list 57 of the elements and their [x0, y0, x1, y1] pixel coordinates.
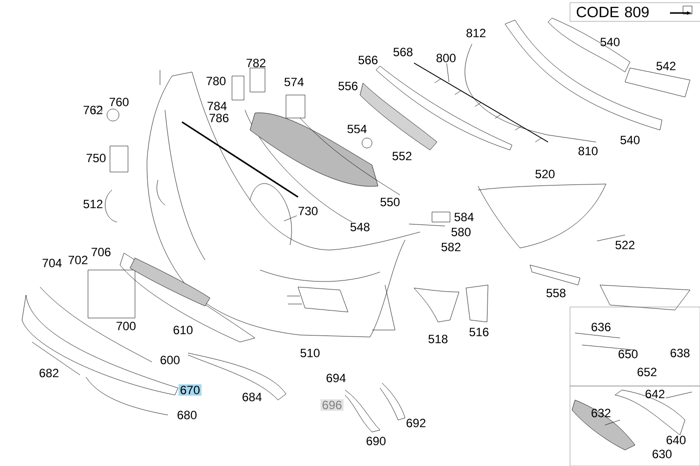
callout-number: 704 [42, 258, 62, 268]
callout-number: 812 [466, 28, 486, 38]
callout-number: 690 [366, 436, 386, 446]
callout-number: 574 [284, 78, 304, 86]
callout-number: 554 [347, 124, 367, 134]
callout-number: 582 [441, 242, 460, 252]
callout-number: 556 [338, 82, 358, 90]
callout-number: 700 [116, 322, 136, 330]
callout-number: 640 [666, 436, 686, 444]
callout-number: 580 [451, 228, 471, 236]
callout-number: 750 [86, 154, 106, 162]
callout-number: 760 [110, 98, 129, 106]
callout-number: 566 [358, 56, 378, 64]
callout-number: 680 [178, 410, 197, 420]
callout-number: 696 [320, 399, 344, 411]
callout-number: 702 [68, 256, 88, 264]
callout-number: 694 [326, 374, 346, 382]
callout-number: 762 [84, 106, 102, 114]
code-box: CODE 809 [570, 2, 700, 22]
callout-number: 522 [615, 240, 634, 250]
callout-number: 550 [380, 198, 400, 206]
callout-number: 610 [174, 326, 193, 334]
callout-number: 540 [620, 136, 640, 144]
callout-number: 540 [600, 38, 620, 46]
callout-number: 516 [469, 328, 488, 336]
callout-number: 510 [300, 348, 320, 358]
leader-line [446, 63, 450, 82]
callout-number: 682 [40, 368, 58, 378]
callout-number: 810 [578, 146, 598, 156]
callout-number: 800 [436, 54, 456, 62]
callout-number: 636 [592, 322, 610, 332]
callout-number: 638 [670, 348, 690, 358]
callout-number: 632 [592, 408, 610, 418]
callout-number: 584 [454, 212, 474, 222]
callout-number: 650 [618, 350, 638, 358]
leader-line [284, 215, 297, 222]
callout-number: 520 [535, 170, 555, 178]
callout-number: 670 [178, 384, 202, 396]
callout-number: 786 [210, 114, 228, 122]
callout-number: 512 [83, 200, 102, 208]
callout-number: 568 [393, 48, 412, 56]
callout-number: 542 [656, 62, 676, 70]
callout-number: 730 [298, 206, 318, 216]
callout-number: 642 [646, 390, 664, 398]
callout-number: 692 [406, 418, 426, 428]
callout-number: 552 [392, 152, 412, 160]
callout-number: 630 [652, 450, 672, 458]
callout-number: 780 [206, 76, 226, 86]
callout-number: 518 [428, 334, 448, 344]
callout-number: 782 [246, 58, 266, 68]
callout-number: 558 [546, 288, 566, 298]
callout-number: 684 [242, 392, 262, 402]
callout-number: 548 [350, 222, 370, 232]
callout-number: 652 [638, 368, 656, 376]
callout-number: 706 [92, 248, 110, 256]
callout-number: 784 [208, 102, 227, 110]
callout-number: 600 [160, 356, 180, 364]
